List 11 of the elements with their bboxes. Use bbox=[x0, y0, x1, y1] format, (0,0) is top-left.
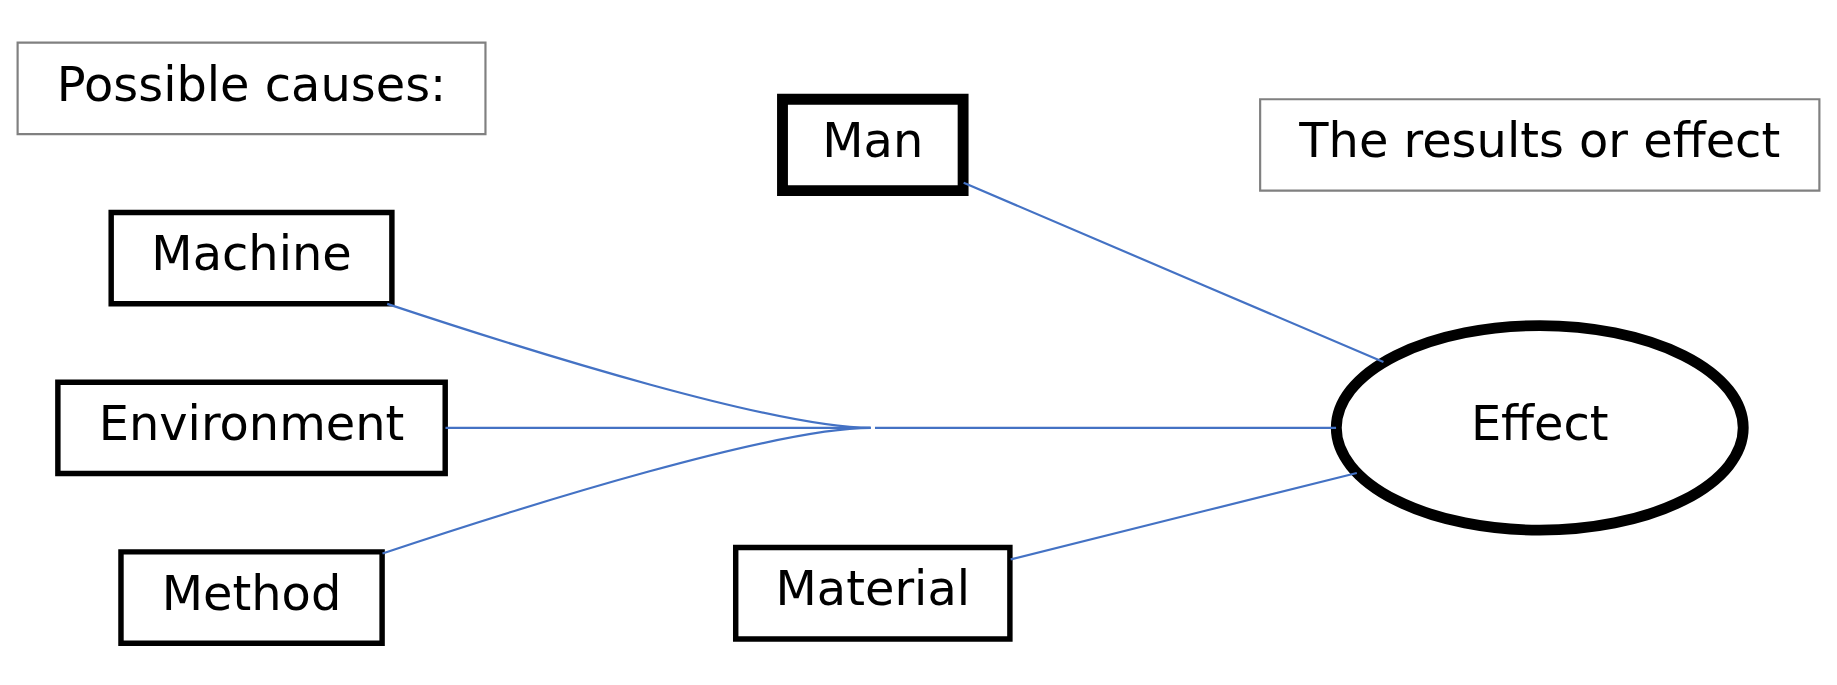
node-box: Machine bbox=[108, 209, 395, 307]
node-box: Method bbox=[118, 548, 385, 646]
connector bbox=[382, 426, 1337, 554]
node-box: Possible causes: bbox=[16, 41, 487, 135]
connector bbox=[963, 181, 1384, 363]
node-box: The results or effect bbox=[1259, 97, 1821, 192]
node-box: Environment bbox=[55, 378, 448, 476]
connector bbox=[1010, 471, 1358, 560]
node-ellipse: Effect bbox=[1330, 319, 1749, 536]
node-box: Material bbox=[733, 544, 1013, 642]
node-box: Man bbox=[777, 93, 969, 196]
